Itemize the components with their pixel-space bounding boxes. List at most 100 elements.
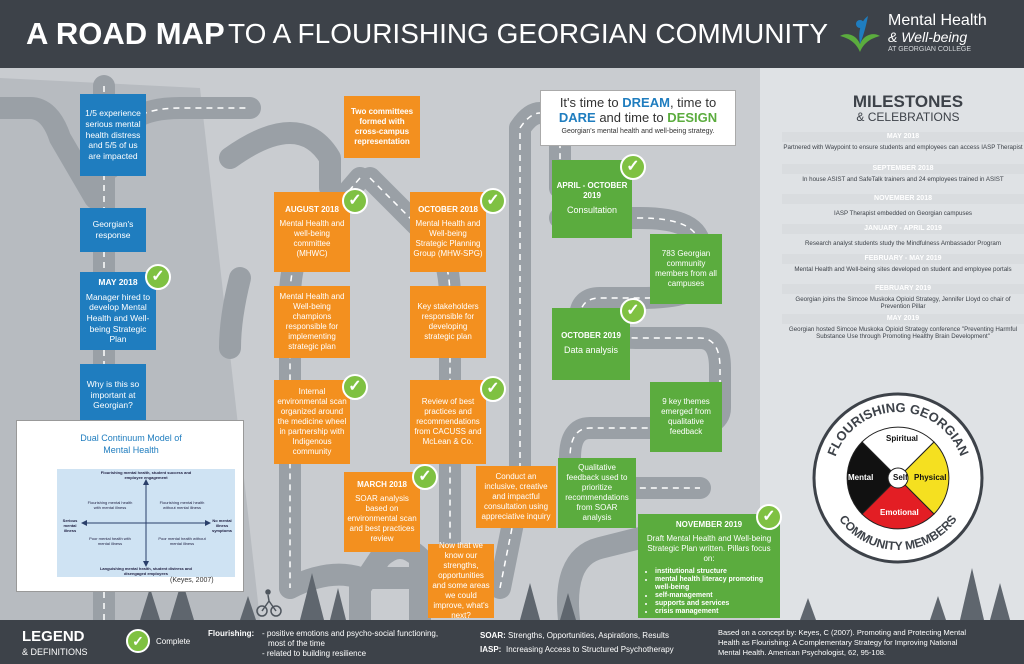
- legend-flourishing-def2: most of the time: [268, 639, 325, 648]
- wheel-physical: Physical: [914, 473, 947, 482]
- now-text: Now that we know our strengths, opportun…: [432, 541, 490, 620]
- conduct-box: Conduct an inclusive, creative and impac…: [476, 466, 556, 528]
- legend-flourishing-def3: - related to building resilience: [262, 649, 367, 658]
- oct2018-date: OCTOBER 2018: [418, 205, 478, 214]
- pillar-item: institutional structure: [655, 568, 777, 576]
- milestone-date: MAY 2018: [782, 132, 1024, 142]
- legend-reference-1: Based on a concept by: Keyes, C (2007). …: [718, 628, 967, 637]
- mar2018-box: MARCH 2018 SOAR analysis based on enviro…: [344, 472, 420, 552]
- dual-continuum-title: Dual Continuum Model of Mental Health: [80, 433, 182, 455]
- continuum-right: No mental illness symptoms: [211, 518, 232, 533]
- oct2019-text: Data analysis: [563, 345, 619, 356]
- aug2018-date: AUGUST 2018: [285, 205, 339, 214]
- continuum-tl: Flourishing mental health with mental il…: [87, 500, 133, 510]
- aug2018-box: AUGUST 2018 Mental Health and well-being…: [274, 192, 350, 272]
- may2018-date: MAY 2018: [98, 277, 138, 288]
- aug2018-text: Mental Health and well-being committee (…: [279, 219, 345, 258]
- milestones-title: MILESTONES: [852, 92, 964, 111]
- check-icon: ✓: [480, 376, 506, 402]
- road-map-scene: 1/5 experience serious mental health dis…: [0, 68, 1024, 620]
- check-icon: ✓: [342, 188, 368, 214]
- mar2018-text: SOAR analysis based on environmental sca…: [347, 494, 417, 543]
- may2018-text: Manager hired to develop Mental Health a…: [85, 291, 151, 345]
- apr2019-text: Consultation: [566, 205, 618, 216]
- dual-continuum-diagram: Flourishing mental health, student succe…: [57, 469, 235, 577]
- milestone-text: Mental Health and Well-being sites devel…: [794, 266, 1012, 273]
- legend-subtitle: & DEFINITIONS: [22, 647, 88, 657]
- legend-title: LEGEND: [22, 628, 85, 645]
- milestone-date: MAY 2019: [782, 314, 1024, 324]
- medicine-wheel-icon: FLOURISHING GEORGIAN COMMUNITY MEMBERS: [812, 392, 984, 564]
- themes-text: 9 key themes emerged from qualitative fe…: [661, 397, 711, 436]
- oct2018-box: OCTOBER 2018 Mental Health and Well-bein…: [410, 192, 486, 272]
- header-bar: A ROAD MAP TO A FLOURISHING GEORGIAN COM…: [0, 0, 1024, 68]
- dream-pre: It's time to: [559, 95, 623, 110]
- page-title-bold: A ROAD MAP: [26, 16, 225, 51]
- legend-bar: LEGEND & DEFINITIONS ✓ Complete Flourish…: [0, 620, 1024, 664]
- committees-box: Two committees formed with cross-campus …: [344, 96, 420, 158]
- legend-flourishing-label: Flourishing:: [208, 629, 255, 638]
- check-icon: ✓: [412, 464, 438, 490]
- why-text: Why is this so important at Georgian?: [86, 379, 140, 411]
- milestone-text: Research analyst students study the Mind…: [804, 240, 1002, 247]
- check-icon: ✓: [620, 154, 646, 180]
- why-box: Why is this so important at Georgian?: [80, 364, 146, 426]
- milestone-date: JANUARY - APRIL 2019: [782, 224, 1024, 234]
- tree-icon: [140, 568, 1010, 620]
- milestone-text: In house ASIST and SafeTalk trainers and…: [802, 176, 1004, 183]
- stat-box: 1/5 experience serious mental health dis…: [80, 94, 146, 176]
- nov2019-box: NOVEMBER 2019 Draft Mental Health and We…: [638, 514, 780, 618]
- wheel-self: Self: [893, 473, 908, 482]
- nov2019-text: Draft Mental Health and Well-being Strat…: [646, 534, 772, 563]
- milestone-date: SEPTEMBER 2018: [782, 164, 1024, 174]
- continuum-left: Serious mental illness: [62, 518, 78, 533]
- milestone-text: IASP Therapist embedded on Georgian camp…: [833, 210, 973, 217]
- legend-iasp-label: IASP:: [480, 645, 502, 654]
- logo-text-line3: AT GEORGIAN COLLEGE: [888, 46, 971, 53]
- review-box: Review of best practices and recommendat…: [410, 380, 486, 464]
- check-icon: ✓: [756, 504, 782, 530]
- continuum-bl: Poor mental health with mental illness: [89, 536, 131, 546]
- themes-box: 9 key themes emerged from qualitative fe…: [650, 382, 722, 452]
- legend-reference-2: Health as Flourishing: A Complementary S…: [718, 638, 958, 647]
- pillar-item: supports and services: [655, 600, 777, 608]
- pillar-item: self-management: [655, 592, 777, 600]
- members-text: 783 Georgian community members from all …: [655, 249, 717, 288]
- continuum-br: Poor mental health without mental illnes…: [158, 536, 206, 546]
- legend-reference-3: Mental Health. American Psychologist, 62…: [718, 648, 887, 657]
- wheel-emotional: Emotional: [880, 508, 919, 517]
- milestone-text: Georgian joins the Simcoe Muskoka Opioid…: [795, 296, 1011, 311]
- champions-box: Mental Health and Well-being champions r…: [274, 286, 350, 358]
- mar2018-date: MARCH 2018: [357, 480, 407, 489]
- logo-text-line2: & Well-being: [888, 29, 968, 45]
- check-icon: ✓: [145, 264, 171, 290]
- check-icon: ✓: [480, 188, 506, 214]
- response-box: Georgian's response: [80, 208, 146, 252]
- milestone-date: FEBRUARY - MAY 2019: [782, 254, 1024, 264]
- may2018-box: MAY 2018 Manager hired to develop Mental…: [80, 272, 156, 350]
- dual-continuum-citation: (Keyes, 2007): [170, 577, 214, 584]
- check-icon: ✓: [126, 629, 150, 653]
- qual-box: Qualitative feedback used to prioritize …: [558, 458, 636, 528]
- legend-iasp-text: Increasing Access to Structured Psychoth…: [506, 645, 674, 654]
- oct2019-date: OCTOBER 2019: [561, 331, 621, 341]
- legend-complete: Complete: [156, 637, 191, 646]
- apr2019-box: APRIL - OCTOBER 2019 Consultation: [552, 160, 632, 238]
- milestone-text: Partnered with Waypoint to ensure studen…: [783, 144, 1023, 151]
- leaf-logo-icon: [840, 16, 880, 52]
- stakeholders-box: Key stakeholders responsible for develop…: [410, 286, 486, 358]
- continuum-axes: [81, 479, 211, 567]
- committees-text: Two committees formed with cross-campus …: [350, 107, 414, 146]
- members-box: 783 Georgian community members from all …: [650, 234, 722, 304]
- scan-text: Internal environmental scan organized ar…: [277, 387, 347, 456]
- wheel-mental: Mental: [848, 473, 874, 482]
- dare-keyword: DARE: [558, 110, 596, 125]
- oct2019-box: OCTOBER 2019 Data analysis: [552, 308, 630, 380]
- dream-subtitle: Georgian's mental health and well-being …: [561, 128, 715, 135]
- stakeholders-text: Key stakeholders responsible for develop…: [417, 302, 479, 341]
- continuum-top: Flourishing mental health, student succe…: [100, 470, 192, 480]
- logo-text-line1: Mental Health: [888, 12, 987, 29]
- continuum-bottom: Languishing mental health, student distr…: [99, 566, 192, 576]
- pillar-list: institutional structure mental health li…: [641, 568, 777, 616]
- legend-soar-label: SOAR:: [480, 631, 506, 640]
